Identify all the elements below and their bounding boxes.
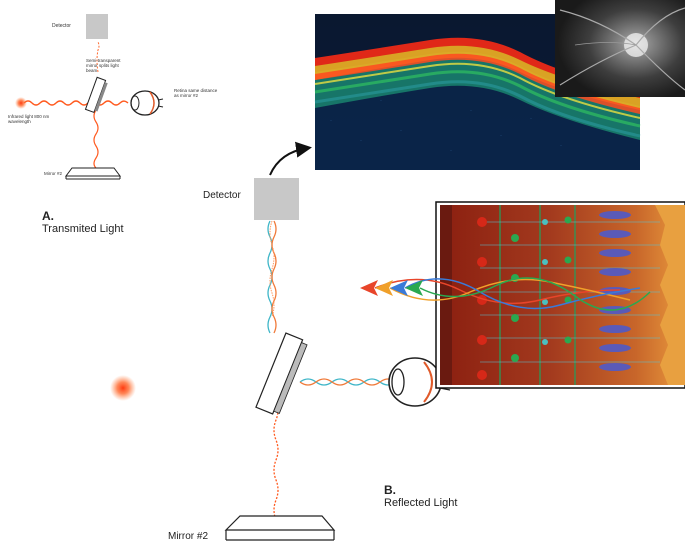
fundus-photo-inset [555,0,685,97]
caption-a-text: Transmited Light [42,223,124,236]
caption-b: B. Reflected Light [384,471,457,510]
semi-mirror-b [255,332,308,415]
beam-vertical-braided [267,220,277,334]
caption-b-text: Reflected Light [384,497,458,510]
detector-label-b: Detector [203,190,241,201]
beam-horizontal-braided [299,378,397,386]
mirror2-label-a: Mirror #2 [44,171,63,176]
mirror2-b [224,515,336,541]
mirror2-label-b: Mirror #2 [168,531,209,542]
caption-a-letter: A. [42,208,54,223]
semi-mirror-label-a: Semi-transparent mirror splits light bea… [86,58,121,74]
curved-arrow [269,141,312,176]
infrared-label-a: Infrared light 800 nm wavelength [8,114,50,125]
reflected-beams [374,277,651,311]
reflected-arrowheads [360,280,423,296]
light-source-b [110,375,136,401]
detector-box-b [254,178,299,220]
light-source-a [15,97,27,109]
eye-b [388,357,451,407]
detector-label-a: Detector [52,23,71,29]
beam-from-mirror2 [273,399,279,521]
detector-box-a [86,14,108,39]
retina-label-a: Retina same distance as mirror #2 [174,88,218,99]
beam-vertical-a [93,109,99,169]
caption-b-letter: B. [384,482,396,497]
mirror2-a [65,167,121,180]
beam-horizontal-a [23,100,129,106]
semi-mirror-a [84,76,108,113]
caption-a: A. Transmited Light [42,197,124,236]
eye-a [130,90,164,116]
